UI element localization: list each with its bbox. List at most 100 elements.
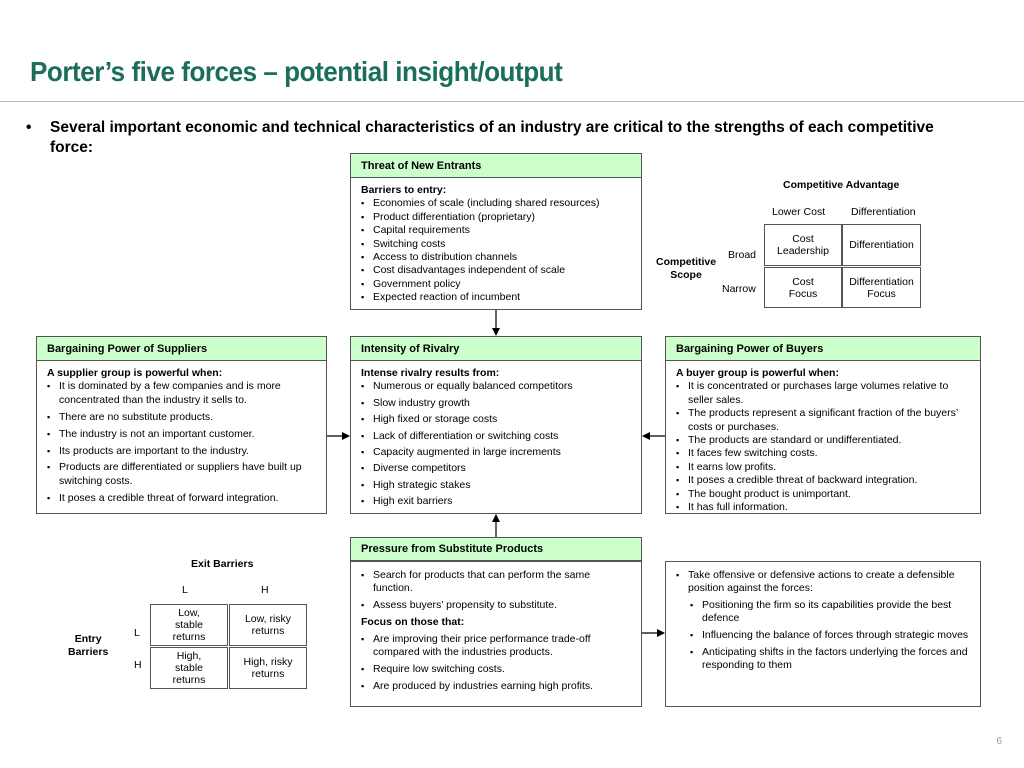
actions-main-text: Take offensive or defensive actions to c… — [688, 569, 955, 595]
substitutes-focus-heading: Focus on those that: — [361, 616, 465, 629]
list-item: Anticipating shifts in the factors under… — [690, 646, 970, 673]
list-item: It poses a credible threat of backward i… — [676, 474, 970, 488]
list-item: Are improving their price performance tr… — [361, 633, 631, 660]
list-item: It is dominated by a few companies and i… — [47, 380, 316, 407]
list-item: Government policy — [361, 278, 631, 292]
list-item: Capacity augmented in large increments — [361, 446, 631, 460]
list-item: Lack of differentiation or switching cos… — [361, 430, 631, 444]
entry-row-L: L — [134, 627, 140, 639]
rivalry-box: Intensity of Rivalry Intense rivalry res… — [350, 336, 642, 514]
competitive-scope-label: Competitive Scope — [656, 256, 716, 282]
suppliers-list: It is dominated by a few companies and i… — [47, 380, 316, 505]
threat-new-entrants-box: Threat of New Entrants Barriers to entry… — [350, 153, 642, 310]
list-item: Positioning the firm so its capabilities… — [690, 599, 970, 626]
page-number: 6 — [996, 736, 1002, 747]
actions-box: Take offensive or defensive actions to c… — [665, 561, 981, 707]
cell-text: Differentiation — [849, 275, 914, 288]
list-item: The products represent a significant fra… — [676, 407, 970, 434]
entry-barriers-label: Entry Barriers — [68, 633, 108, 659]
list-item: It faces few switching costs. — [676, 447, 970, 461]
list-item: The industry is not an important custome… — [47, 428, 316, 442]
list-item: Capital requirements — [361, 224, 631, 238]
list-item: High fixed or storage costs — [361, 413, 631, 427]
substitutes-focus-list: Are improving their price performance tr… — [361, 633, 631, 694]
list-item: Switching costs — [361, 238, 631, 252]
cell-differentiation: Differentiation — [842, 224, 921, 266]
list-item: Take offensive or defensive actions to c… — [676, 569, 970, 596]
buyers-box: Bargaining Power of Buyers A buyer group… — [665, 336, 981, 515]
cell-text: High, risky — [243, 656, 293, 668]
cell-text: returns — [251, 625, 285, 637]
intro-bullet: • Several important economic and technic… — [26, 118, 956, 158]
rivalry-subheading: Intense rivalry results from: — [361, 367, 500, 379]
col-label-lower-cost: Lower Cost — [772, 206, 826, 218]
list-item: Products are differentiated or suppliers… — [47, 461, 316, 488]
list-item: There are no substitute products. — [47, 411, 316, 425]
entry-barriers-line-2: Barriers — [68, 646, 109, 658]
substitutes-list: Search for products that can perform the… — [361, 569, 631, 613]
competitive-scope-line-2: Scope — [670, 269, 702, 281]
list-item: Economies of scale (including shared res… — [361, 197, 631, 211]
threat-new-entrants-header: Threat of New Entrants — [351, 154, 641, 178]
buyers-header: Bargaining Power of Buyers — [666, 337, 980, 361]
cell-text: stable — [174, 662, 204, 674]
cell-text: Low, — [178, 607, 200, 619]
suppliers-box: Bargaining Power of Suppliers A supplier… — [36, 336, 327, 514]
exit-col-L: L — [182, 584, 188, 596]
list-item: Are produced by industries earning high … — [361, 680, 631, 694]
suppliers-header: Bargaining Power of Suppliers — [37, 337, 326, 361]
cell-text: Focus — [788, 287, 818, 300]
list-item: Influencing the balance of forces throug… — [690, 629, 970, 643]
cell-text: Cost — [792, 275, 814, 288]
list-item: Its products are important to the indust… — [47, 445, 316, 459]
cell-text: returns — [172, 674, 206, 686]
substitutes-header-box: Pressure from Substitute Products — [350, 537, 642, 561]
list-item: Require low switching costs. — [361, 663, 631, 677]
competitive-scope-line-1: Competitive — [656, 256, 717, 268]
entry-barriers-line-1: Entry — [74, 633, 102, 645]
list-item: Access to distribution channels — [361, 251, 631, 265]
cell-text: stable — [174, 619, 204, 631]
cell-text: High, — [176, 650, 202, 662]
exit-barriers-title: Exit Barriers — [191, 558, 254, 570]
list-item: Numerous or equally balanced competitors — [361, 380, 631, 394]
list-item: Diverse competitors — [361, 462, 631, 476]
entry-row-H: H — [134, 659, 142, 671]
substitutes-header: Pressure from Substitute Products — [351, 538, 641, 560]
substitutes-box: Search for products that can perform the… — [350, 561, 642, 707]
cell-text: Low, risky — [244, 613, 292, 625]
list-item: Expected reaction of incumbent — [361, 291, 631, 305]
exit-col-H: H — [261, 584, 269, 596]
rivalry-header: Intensity of Rivalry — [351, 337, 641, 361]
rivalry-list: Numerous or equally balanced competitors… — [361, 380, 631, 509]
list-item: Search for products that can perform the… — [361, 569, 631, 596]
actions-list: Take offensive or defensive actions to c… — [676, 569, 970, 596]
row-label-broad: Broad — [728, 249, 757, 261]
buyers-subheading: A buyer group is powerful when: — [676, 367, 839, 379]
buyers-list: It is concentrated or purchases large vo… — [676, 380, 970, 514]
bullet-dot: • — [26, 119, 32, 136]
slide-title: Porter’s five forces – potential insight… — [30, 56, 563, 87]
cell-text: Leadership — [777, 245, 829, 257]
list-item: The products are standard or undifferent… — [676, 434, 970, 448]
cell-text: Differentiation — [849, 239, 914, 251]
list-item: High strategic stakes — [361, 479, 631, 493]
title-divider — [0, 101, 1024, 102]
list-item: The bought product is unimportant. — [676, 488, 970, 502]
list-item: Cost disadvantages independent of scale — [361, 264, 631, 278]
cell-text: Cost — [792, 233, 814, 245]
threat-new-entrants-subheading: Barriers to entry: — [361, 184, 447, 196]
list-item: It poses a credible threat of forward in… — [47, 492, 316, 506]
list-item: It earns low profits. — [676, 461, 970, 475]
cell-text: returns — [251, 668, 285, 680]
cell-text: returns — [172, 631, 206, 643]
intro-text: Several important economic and technical… — [50, 119, 934, 156]
col-label-differentiation: Differentiation — [851, 206, 916, 218]
